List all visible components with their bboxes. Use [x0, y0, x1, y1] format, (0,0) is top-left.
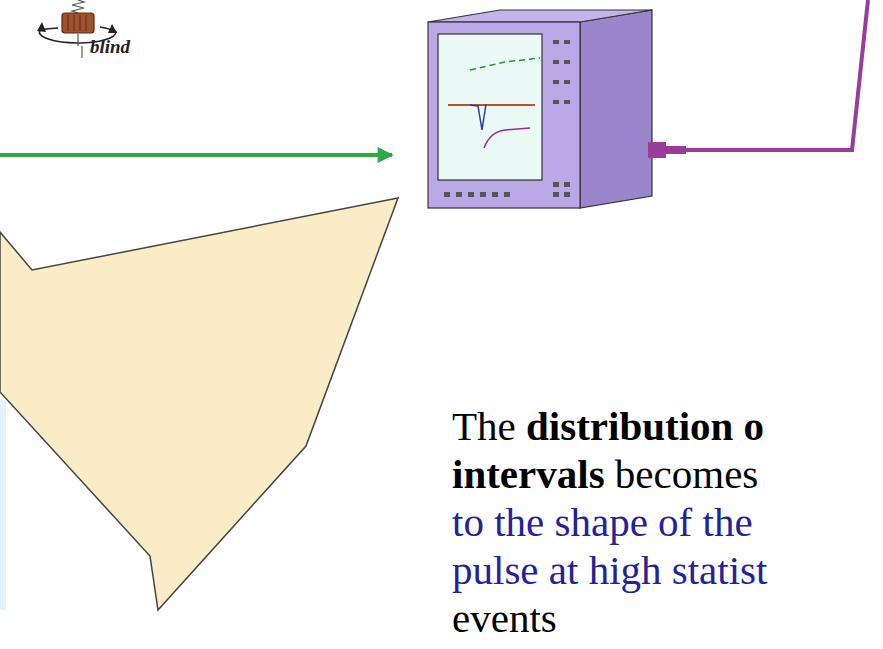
probe-cable [648, 0, 868, 158]
note-line: pulse at high statist [452, 546, 767, 594]
part-label: blind [90, 36, 130, 58]
oscilloscope [428, 10, 652, 208]
callout-bubble [0, 198, 398, 610]
note-highlight: pulse at high statist [452, 547, 767, 593]
note-emphasis: distribution o [526, 403, 764, 449]
note-line: intervalsbecomes [452, 450, 758, 498]
note-emphasis: intervals [452, 451, 605, 497]
note-line: events [452, 594, 557, 642]
signal-arrow [0, 153, 392, 157]
note-highlight: to the shape of the [452, 499, 753, 545]
note-line: to the shape of the [452, 498, 753, 546]
edge-strip [0, 400, 6, 610]
note-line: Thedistribution o [452, 402, 764, 450]
note-text: The [452, 403, 516, 449]
note-text: events [452, 595, 557, 641]
note-text: becomes [615, 451, 758, 497]
